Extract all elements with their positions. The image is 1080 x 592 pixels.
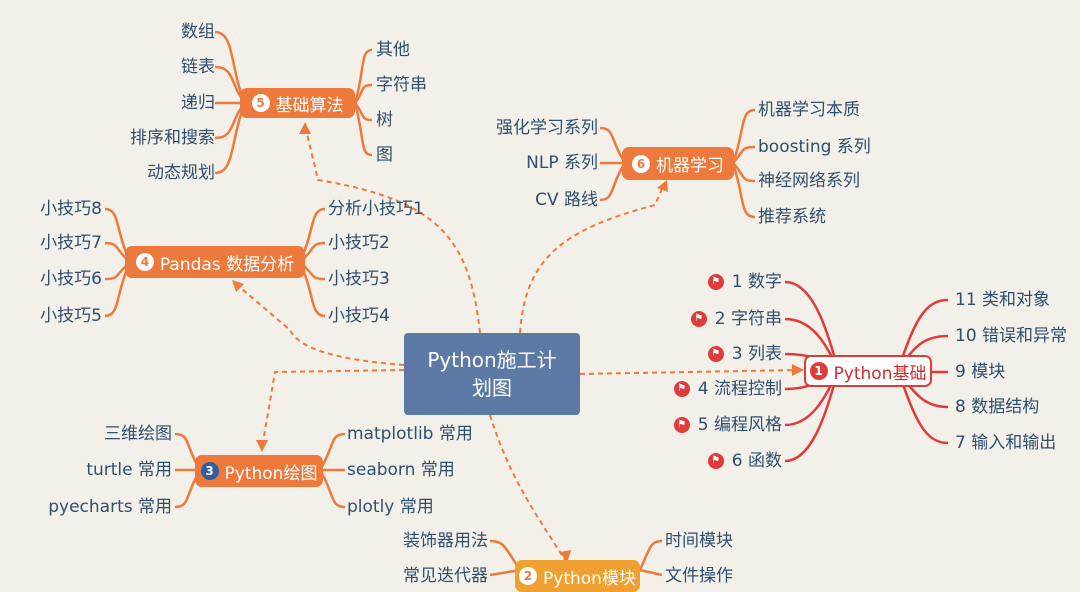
- subtopic[interactable]: 字符串: [376, 75, 427, 95]
- subtopic[interactable]: 神经网络系列: [758, 171, 860, 191]
- connector-center-t5: [304, 124, 481, 334]
- arrowhead-t3: [256, 440, 268, 452]
- subtopic[interactable]: pyecharts 常用: [48, 497, 172, 517]
- connector-center-t1: [579, 369, 799, 375]
- flag-icon: ⚑: [707, 274, 724, 290]
- number-5-icon: 5: [251, 94, 270, 112]
- arrowhead-t2: [560, 550, 571, 563]
- subtopic[interactable]: 小技巧5: [40, 306, 102, 326]
- topic-machine-learning[interactable]: 6 机器学习: [622, 147, 734, 180]
- subtopic-label: 2 字符串: [714, 309, 782, 329]
- subtopic[interactable]: 11 类和对象: [955, 290, 1051, 310]
- connector-center-t6: [519, 181, 666, 334]
- central-topic[interactable]: Python施工计 划图: [404, 333, 580, 415]
- subtopic[interactable]: 递归: [181, 93, 215, 113]
- subtopic[interactable]: turtle 常用: [86, 460, 172, 480]
- subtopic[interactable]: 链表: [181, 57, 215, 77]
- subtopic[interactable]: ⚑ 6 函数: [707, 451, 782, 471]
- subtopic[interactable]: 常见迭代器: [403, 566, 488, 586]
- topic-basic-algorithms[interactable]: 5 基础算法: [240, 88, 355, 118]
- topic-label: 基础算法: [275, 95, 344, 116]
- subtopic-label: 6 函数: [731, 451, 782, 471]
- central-topic-line2: 划图: [472, 376, 512, 400]
- subtopic[interactable]: ⚑ 3 列表: [707, 344, 782, 364]
- subtopic[interactable]: plotly 常用: [347, 497, 434, 517]
- connector-center-t3: [261, 369, 405, 449]
- subtopic[interactable]: 强化学习系列: [496, 118, 598, 138]
- arrowhead-t5: [299, 122, 311, 134]
- subtopic[interactable]: 分析小技巧1: [328, 199, 424, 219]
- topic-pandas-analysis[interactable]: 4 Pandas 数据分析: [125, 246, 305, 278]
- topic-label: Python绘图: [224, 463, 318, 484]
- subtopic-label: 1 数字: [731, 272, 782, 292]
- subtopic[interactable]: 动态规划: [147, 163, 215, 183]
- topic-python-modules[interactable]: 2 Python模块: [515, 560, 640, 592]
- subtopic[interactable]: 排序和搜索: [130, 128, 215, 148]
- subtopic[interactable]: 小技巧8: [40, 199, 102, 219]
- subtopic[interactable]: 图: [376, 145, 393, 165]
- subtopic[interactable]: 树: [376, 110, 393, 130]
- subtopic[interactable]: 三维绘图: [104, 424, 172, 444]
- arrowhead-t4: [232, 280, 244, 292]
- subtopic[interactable]: 机器学习本质: [758, 100, 860, 120]
- subtopic[interactable]: 推荐系统: [758, 207, 826, 227]
- subtopic[interactable]: 其他: [376, 40, 410, 60]
- flag-icon: ⚑: [673, 381, 690, 397]
- flag-icon: ⚑: [673, 417, 690, 433]
- subtopic[interactable]: ⚑ 2 字符串: [690, 309, 782, 329]
- subtopic[interactable]: 时间模块: [665, 531, 733, 551]
- subtopic[interactable]: 小技巧7: [40, 233, 102, 253]
- topic-python-plotting[interactable]: 3 Python绘图: [195, 455, 323, 487]
- subtopic[interactable]: ⚑ 4 流程控制: [673, 379, 782, 399]
- topic-label: 机器学习: [656, 156, 724, 176]
- connector-center-t4: [234, 282, 405, 366]
- subtopic[interactable]: 文件操作: [665, 566, 733, 586]
- topic-label: Pandas 数据分析: [159, 254, 295, 275]
- subtopic[interactable]: 8 数据结构: [955, 397, 1040, 417]
- central-topic-line1: Python施工计: [427, 348, 557, 372]
- mind-map: Python施工计 划图 5 基础算法 数组 链表 递归 排序和搜索 动态规划 …: [40, 22, 1068, 592]
- number-1-icon: 1: [809, 362, 828, 380]
- subtopic[interactable]: 小技巧6: [40, 269, 102, 289]
- subtopic[interactable]: ⚑ 5 编程风格: [673, 415, 782, 435]
- subtopic-label: 3 列表: [731, 344, 782, 364]
- subtopic[interactable]: NLP 系列: [526, 153, 598, 173]
- subtopic[interactable]: 9 模块: [955, 362, 1006, 382]
- number-2-icon: 2: [519, 567, 538, 585]
- subtopic[interactable]: ⚑ 1 数字: [707, 272, 782, 292]
- topic-python-basics[interactable]: 1 Python基础: [804, 355, 932, 387]
- subtopic-label: 4 流程控制: [697, 379, 782, 399]
- arrowhead-t6: [657, 180, 668, 192]
- flag-icon: ⚑: [707, 453, 724, 469]
- subtopic[interactable]: 7 输入和输出: [955, 433, 1057, 453]
- subtopic[interactable]: 小技巧3: [328, 269, 390, 289]
- connector-center-t2: [489, 414, 566, 561]
- subtopic[interactable]: CV 路线: [535, 190, 598, 210]
- number-4-icon: 4: [135, 253, 154, 271]
- subtopic-label: 5 编程风格: [697, 415, 782, 435]
- connector-lines: [104, 30, 949, 577]
- subtopic[interactable]: matplotlib 常用: [347, 424, 473, 444]
- flag-icon: ⚑: [707, 346, 724, 362]
- number-6-icon: 6: [632, 154, 650, 173]
- subtopic[interactable]: 小技巧4: [328, 306, 390, 326]
- subtopic[interactable]: 10 错误和异常: [955, 326, 1068, 346]
- subtopic[interactable]: seaborn 常用: [347, 460, 455, 480]
- topic-label: Python基础: [833, 363, 927, 384]
- subtopic[interactable]: 小技巧2: [328, 233, 390, 253]
- arrowhead-t1: [792, 364, 804, 376]
- subtopic[interactable]: 数组: [181, 22, 215, 42]
- subtopic[interactable]: boosting 系列: [758, 137, 871, 157]
- number-3-icon: 3: [200, 462, 219, 480]
- flag-icon: ⚑: [690, 311, 707, 327]
- topic-label: Python模块: [543, 568, 636, 589]
- subtopic[interactable]: 装饰器用法: [403, 531, 488, 551]
